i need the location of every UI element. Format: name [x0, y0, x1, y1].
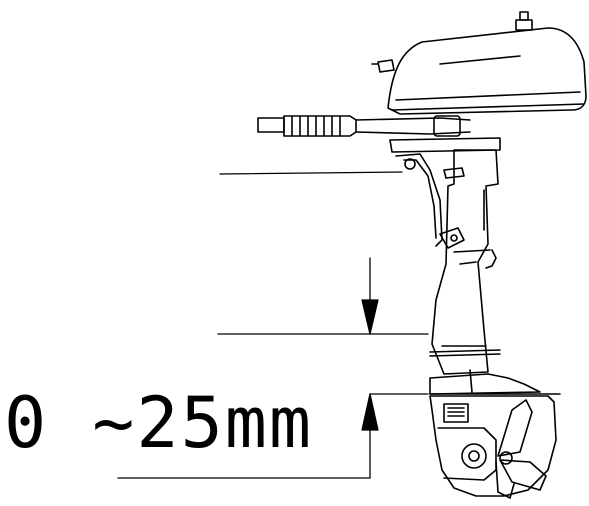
dimension-lines — [117, 171, 429, 479]
mounting-bracket — [389, 137, 501, 249]
engine-cowling — [371, 11, 587, 115]
dimension-line-top — [219, 171, 403, 175]
drive-shaft-housing — [429, 149, 501, 375]
gearcase — [429, 395, 557, 497]
anti-ventilation-plate — [429, 369, 561, 395]
dimension-arrow-up-icon — [361, 393, 379, 431]
measurement-label: 0 ~25mm — [4, 382, 314, 464]
propeller — [495, 399, 547, 499]
dimension-arrow-down-icon — [361, 299, 379, 335]
tiller-handle — [257, 115, 471, 137]
